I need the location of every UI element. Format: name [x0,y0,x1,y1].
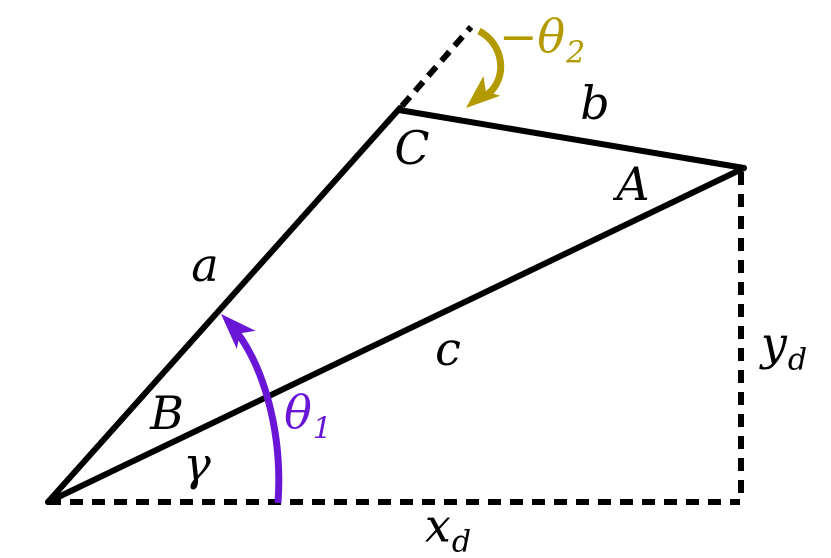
label-y-distance: yd [761,321,807,376]
theta2-base: −θ [498,9,566,64]
theta1-base: θ [284,385,312,440]
theta2-arrowhead-icon [466,76,501,108]
label-angle-gamma: γ [183,437,211,491]
y-distance-base: y [760,316,787,371]
side-a-extension-dashed-line [399,25,474,108]
theta1-subscript: 1 [312,411,332,447]
label-angle-theta2: −θ2 [499,14,585,69]
label-vertex-a: A [616,157,650,211]
side-a-line [45,105,403,505]
side-b-line [396,107,747,171]
x-distance-base: x [424,498,451,553]
theta2-arc [477,27,505,97]
label-vertex-b: B [150,386,184,440]
theta2-subscript: 2 [566,35,586,71]
theta1-arrowhead-icon [221,314,256,349]
side-c-line [45,165,747,505]
label-x-distance: xd [425,503,471,558]
label-side-b: b [580,76,610,130]
y-distance-subscript: d [787,342,808,378]
label-side-c: c [435,322,461,376]
label-vertex-c: C [394,121,430,175]
theta1-arc [227,321,283,504]
label-angle-theta1: θ1 [284,390,332,445]
x-distance-subscript: d [451,524,472,558]
label-side-a: a [191,238,219,292]
